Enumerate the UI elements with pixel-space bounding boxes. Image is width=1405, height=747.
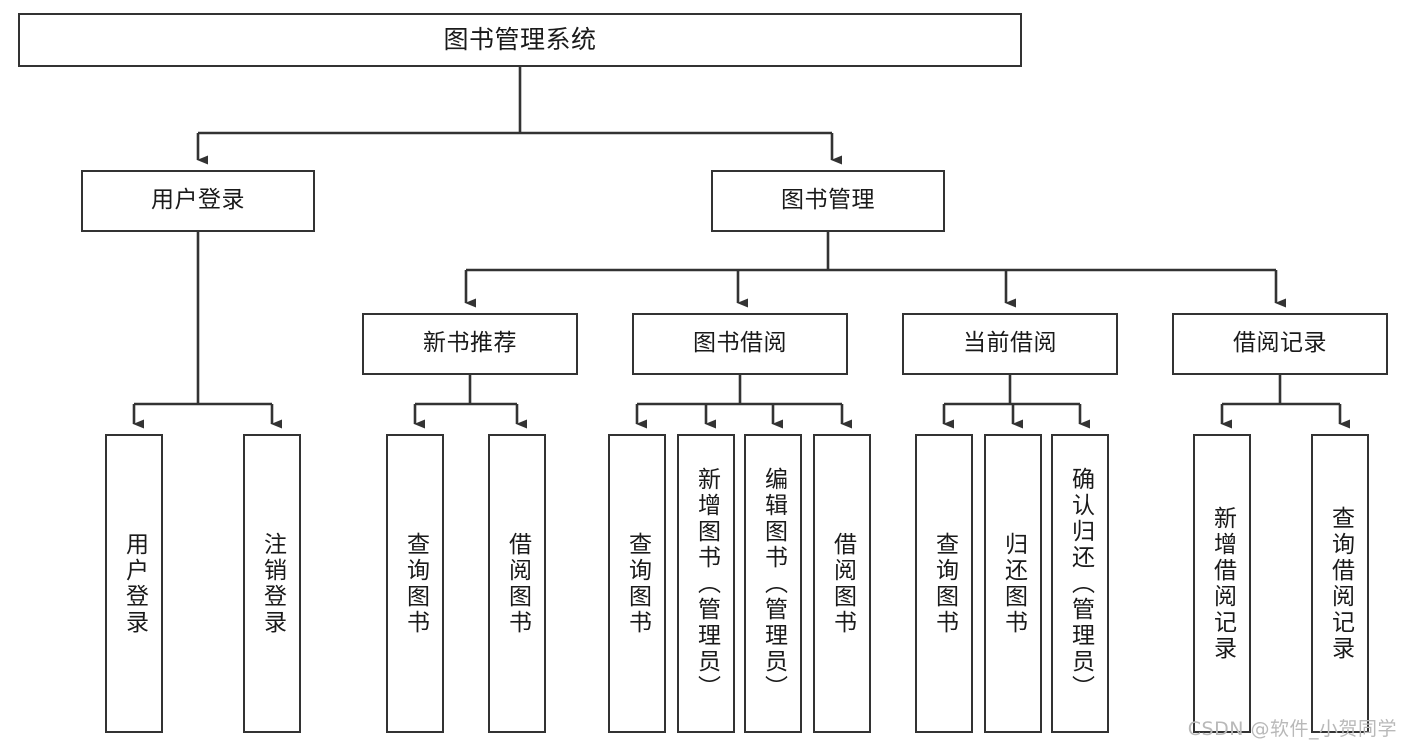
leaf-book-borrow-add-book-admin[interactable]: 新增图书（管理员）	[677, 434, 735, 733]
leaf-book-borrow-borrow-books[interactable]: 借阅图书	[813, 434, 871, 733]
leaf-user-login-sign-in[interactable]: 用户登录	[105, 434, 163, 733]
node-label: 借阅图书	[504, 531, 531, 636]
node-label: 查询图书	[402, 531, 429, 636]
leaf-current-borrow-return-books[interactable]: 归还图书	[984, 434, 1042, 733]
node-label: 查询图书	[931, 531, 958, 636]
leaf-new-book-query-books[interactable]: 查询图书	[386, 434, 444, 733]
leaf-borrow-record-query-record[interactable]: 查询借阅记录	[1311, 434, 1369, 733]
node-user-login[interactable]: 用户登录	[81, 170, 315, 232]
leaf-borrow-record-add-record[interactable]: 新增借阅记录	[1193, 434, 1251, 733]
node-root-book-management-system[interactable]: 图书管理系统	[18, 13, 1022, 67]
node-label: 新增借阅记录	[1209, 505, 1236, 662]
leaf-book-borrow-edit-book-admin[interactable]: 编辑图书（管理员）	[744, 434, 802, 733]
node-new-book-recommendation[interactable]: 新书推荐	[362, 313, 578, 375]
node-book-management[interactable]: 图书管理	[711, 170, 945, 232]
leaf-book-borrow-query-books[interactable]: 查询图书	[608, 434, 666, 733]
node-label: 归还图书	[1000, 531, 1027, 636]
node-label: 用户登录	[121, 531, 148, 636]
node-label: 借阅记录	[1233, 330, 1327, 357]
node-label: 新增图书（管理员）	[693, 466, 720, 701]
node-label: 注销登录	[259, 531, 286, 636]
node-label: 当前借阅	[963, 330, 1057, 357]
node-label: 编辑图书（管理员）	[760, 466, 787, 701]
node-current-borrow[interactable]: 当前借阅	[902, 313, 1118, 375]
node-label: 新书推荐	[423, 330, 517, 357]
leaf-new-book-borrow-books[interactable]: 借阅图书	[488, 434, 546, 733]
node-label: 图书管理	[781, 187, 875, 214]
node-label: 确认归还（管理员）	[1067, 466, 1094, 701]
node-label: 查询图书	[624, 531, 651, 636]
leaf-user-login-sign-out[interactable]: 注销登录	[243, 434, 301, 733]
leaf-current-borrow-query-books[interactable]: 查询图书	[915, 434, 973, 733]
node-label: 图书借阅	[693, 330, 787, 357]
node-label: 查询借阅记录	[1327, 505, 1354, 662]
node-borrow-record[interactable]: 借阅记录	[1172, 313, 1388, 375]
node-label: 借阅图书	[829, 531, 856, 636]
node-label: 图书管理系统	[443, 25, 597, 54]
csdn-watermark: CSDN @软件_小贺同学	[1187, 718, 1397, 740]
leaf-current-borrow-confirm-return-admin[interactable]: 确认归还（管理员）	[1051, 434, 1109, 733]
node-label: 用户登录	[151, 187, 245, 214]
node-book-borrow[interactable]: 图书借阅	[632, 313, 848, 375]
